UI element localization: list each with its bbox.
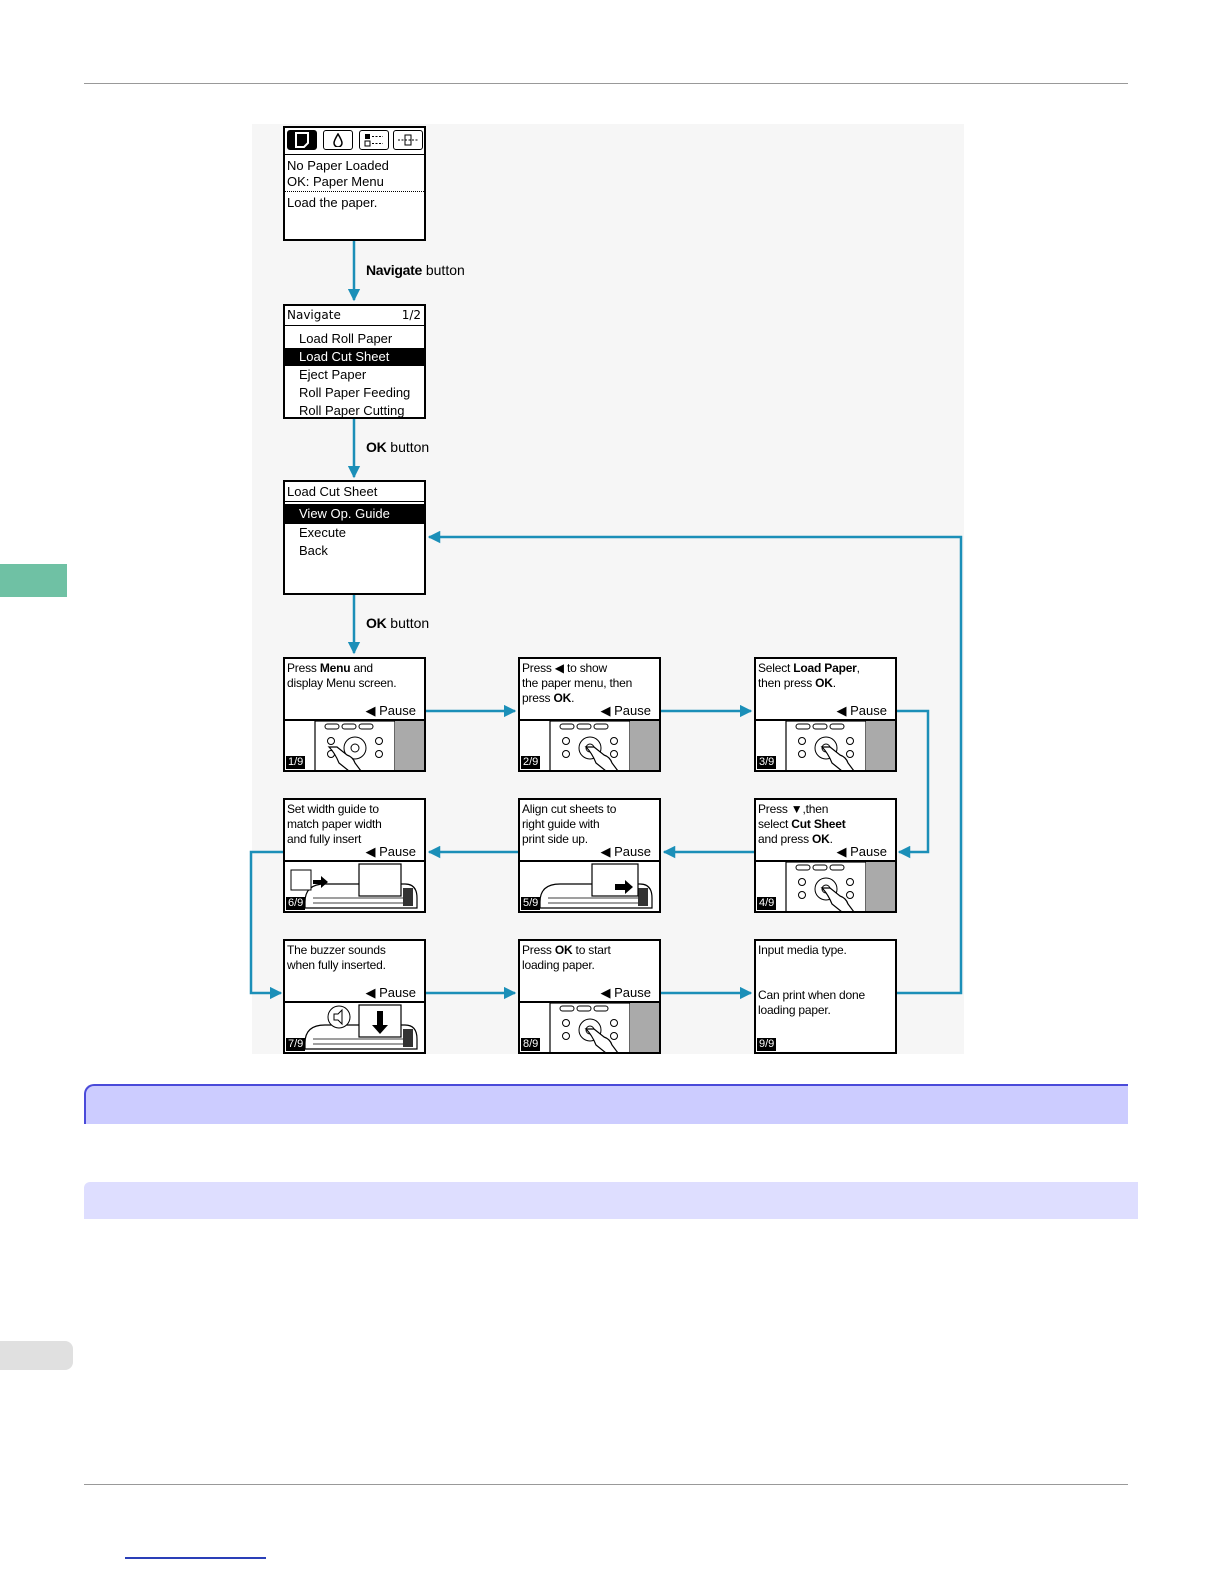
- arrow-step6-to-step7: [249, 850, 284, 1000]
- start-line3: Load the paper.: [287, 195, 378, 210]
- start-line2: OK: Paper Menu: [287, 174, 384, 189]
- pause-label: ◀ Pause: [836, 844, 887, 859]
- step-number: 4/9: [757, 897, 777, 910]
- subsection-heading-bar: [84, 1182, 1138, 1219]
- navigate-item[interactable]: Roll Paper Feeding: [299, 385, 411, 400]
- printer-illustration: [520, 862, 659, 911]
- start-line1: No Paper Loaded: [287, 158, 389, 173]
- cut-sheet-item[interactable]: Back: [299, 543, 328, 558]
- navigate-page: 1/2: [401, 308, 421, 322]
- step-number: 7/9: [286, 1038, 306, 1051]
- control-panel-illustration: [520, 1002, 659, 1052]
- step-divider: [285, 860, 424, 862]
- lcd-tab-bar: [285, 128, 424, 155]
- settings-tab-icon: [393, 130, 423, 150]
- navigate-item-selected[interactable]: Load Cut Sheet: [285, 348, 424, 366]
- lcd-start-screen: No Paper Loaded OK: Paper Menu Load the …: [283, 126, 426, 241]
- printer-illustration: [285, 862, 424, 911]
- step-number: 6/9: [286, 897, 306, 910]
- lcd-cut-sheet-menu: Load Cut Sheet View Op. Guide Execute Ba…: [283, 480, 426, 595]
- step-divider: [756, 719, 895, 721]
- navigate-title: Navigate: [287, 308, 341, 322]
- guide-step-screen: Select Load Paper,then press OK.◀ Pause …: [754, 657, 897, 772]
- navigate-item[interactable]: Roll Paper Cutting: [299, 403, 405, 418]
- printer-illustration: [285, 1003, 424, 1052]
- step-instruction: Select Load Paper,then press OK.: [758, 661, 860, 690]
- arrow-label-ok-2: OK button: [366, 615, 430, 631]
- pause-label: ◀ Pause: [365, 844, 416, 859]
- navigate-item[interactable]: Eject Paper: [299, 367, 367, 382]
- step-divider: [520, 1001, 659, 1003]
- control-panel-illustration: [756, 720, 895, 770]
- step-divider: [520, 719, 659, 721]
- cut-sheet-divider: [285, 501, 424, 502]
- pause-label: ◀ Pause: [365, 985, 416, 1000]
- step-number: 2/9: [521, 756, 541, 769]
- step-divider: [285, 1001, 424, 1003]
- step-number: 3/9: [757, 756, 777, 769]
- control-panel-illustration: [520, 720, 659, 770]
- lcd-navigate-menu: Navigate 1/2 Load Roll Paper Load Cut Sh…: [283, 304, 426, 419]
- navigate-divider: [285, 325, 424, 326]
- step-divider: [520, 860, 659, 862]
- footer-link-underline[interactable]: [125, 1557, 266, 1559]
- dotted-divider: [285, 191, 424, 192]
- step-number: 8/9: [521, 1038, 541, 1051]
- cut-sheet-item[interactable]: Execute: [299, 525, 346, 540]
- step-number: 9/9: [757, 1038, 777, 1051]
- step-divider: [285, 719, 424, 721]
- cut-sheet-item-selected[interactable]: View Op. Guide: [285, 504, 424, 524]
- control-panel-illustration: [756, 861, 895, 911]
- arrow-label-ok-1: OK button: [366, 439, 430, 455]
- pause-label: ◀ Pause: [600, 985, 651, 1000]
- pause-label: ◀ Pause: [836, 703, 887, 718]
- step-divider: [756, 860, 895, 862]
- arrow-label-navigate: Navigate button: [366, 262, 465, 278]
- arrow-step3-to-step4: [896, 709, 930, 859]
- page-side-tab[interactable]: [0, 1341, 73, 1370]
- pause-label: ◀ Pause: [600, 703, 651, 718]
- top-rule: [84, 83, 1128, 84]
- flow-arrows: [249, 241, 963, 1000]
- section-heading-bar: [84, 1084, 1128, 1124]
- cut-sheet-title: Load Cut Sheet: [287, 484, 378, 499]
- ink-tab-icon: [323, 130, 353, 150]
- navigate-item[interactable]: Load Roll Paper: [299, 331, 393, 346]
- pause-label: ◀ Pause: [600, 844, 651, 859]
- bottom-rule: [84, 1484, 1128, 1485]
- paper-tab-icon: [287, 130, 317, 150]
- arrow-step9-to-cutsheet: [427, 530, 963, 995]
- chapter-side-tab[interactable]: [0, 564, 67, 597]
- pause-label: ◀ Pause: [365, 703, 416, 718]
- control-panel-illustration: [285, 720, 424, 770]
- step-number: 5/9: [521, 897, 541, 910]
- step-number: 1/9: [286, 756, 306, 769]
- job-tab-icon: [359, 130, 389, 150]
